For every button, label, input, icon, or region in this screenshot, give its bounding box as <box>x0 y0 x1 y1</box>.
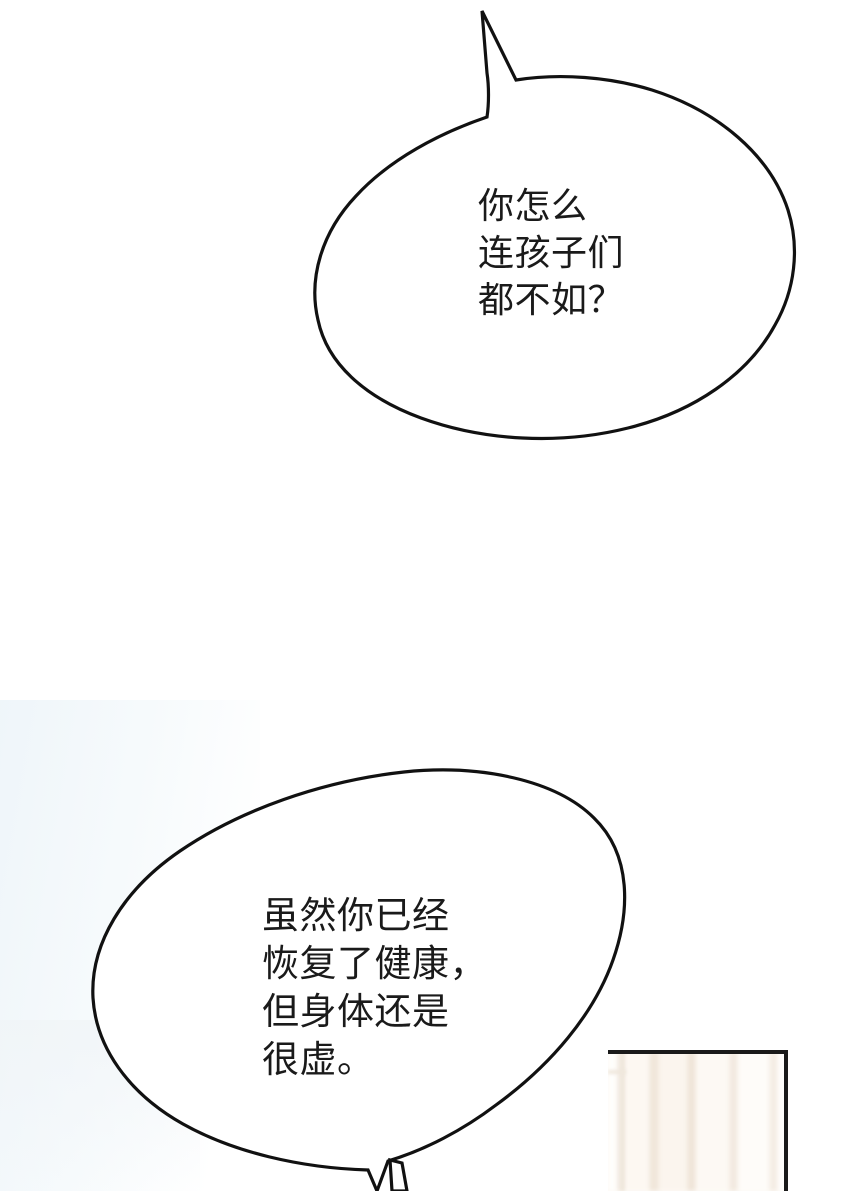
interior-wall-panel <box>608 1052 788 1191</box>
panel-border-right <box>784 1050 788 1191</box>
wall-frame-horizontal <box>608 1070 626 1074</box>
wall-frame-vertical <box>620 1052 625 1191</box>
speech-bubble-bottom-tail <box>388 1157 409 1191</box>
speech-bubble-bottom-text: 虽然你已经 恢复了健康， 但身体还是 很虚。 <box>262 895 487 1080</box>
panel-border-top <box>608 1050 788 1054</box>
wall-stripes <box>608 1052 788 1191</box>
speech-bubble-bottom-shape <box>91 768 627 1191</box>
speech-bubble-top-shape <box>313 10 797 441</box>
speech-bubble-top-text: 你怎么 连孩子们 都不如？ <box>478 185 625 320</box>
